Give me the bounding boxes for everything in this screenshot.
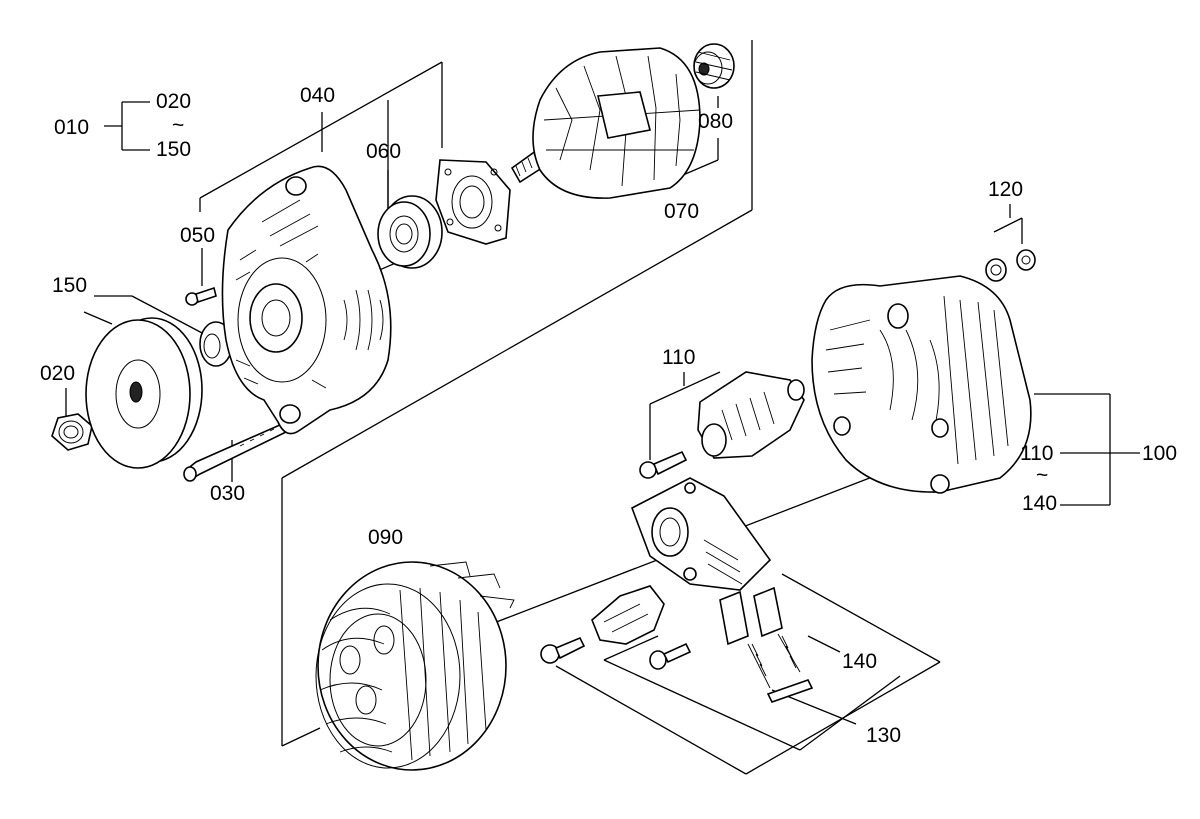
brush-clip-icon [591,585,665,645]
rear-housing-icon [811,275,1032,494]
part-labels: 010 020 ~ 150 040 060 080 070 050 150 02… [40,84,1177,747]
bolt-icon [183,422,288,482]
label-150-top: 150 [156,138,191,161]
leader-lines [65,40,1140,775]
label-020: 020 [40,362,75,385]
rectifier-icon [631,477,772,591]
collar-icon [693,43,735,89]
label-140-right: 140 [1022,492,1057,515]
label-060: 060 [366,140,401,163]
label-tilde-a: ~ [172,114,184,137]
pulley-icon [85,317,203,469]
regulator-icon [697,371,805,459]
label-tilde-b: ~ [1036,464,1048,487]
stator-icon [315,561,515,771]
nut-icon [985,249,1036,282]
screw-icon [639,450,688,479]
label-130: 130 [866,724,901,747]
label-120: 120 [988,178,1023,201]
label-040: 040 [300,84,335,107]
rotor-icon [510,47,701,199]
front-housing-icon [221,165,392,435]
label-050: 050 [180,224,215,247]
label-030: 030 [210,482,245,505]
bearing-icon [377,195,443,269]
nut-icon [51,413,93,451]
label-070: 070 [664,200,699,223]
label-100: 100 [1142,442,1177,465]
label-010: 010 [54,116,89,139]
label-110-right: 110 [1020,442,1053,465]
label-110-top: 110 [662,346,695,369]
label-140: 140 [842,650,877,673]
retainer-plate-icon [435,159,511,245]
label-090: 090 [368,526,403,549]
screw-icon [185,286,217,306]
label-020-top: 020 [156,90,191,113]
screw-icon [540,636,692,670]
brush-icon [719,586,814,703]
label-080: 080 [698,110,733,133]
label-150: 150 [52,274,87,297]
